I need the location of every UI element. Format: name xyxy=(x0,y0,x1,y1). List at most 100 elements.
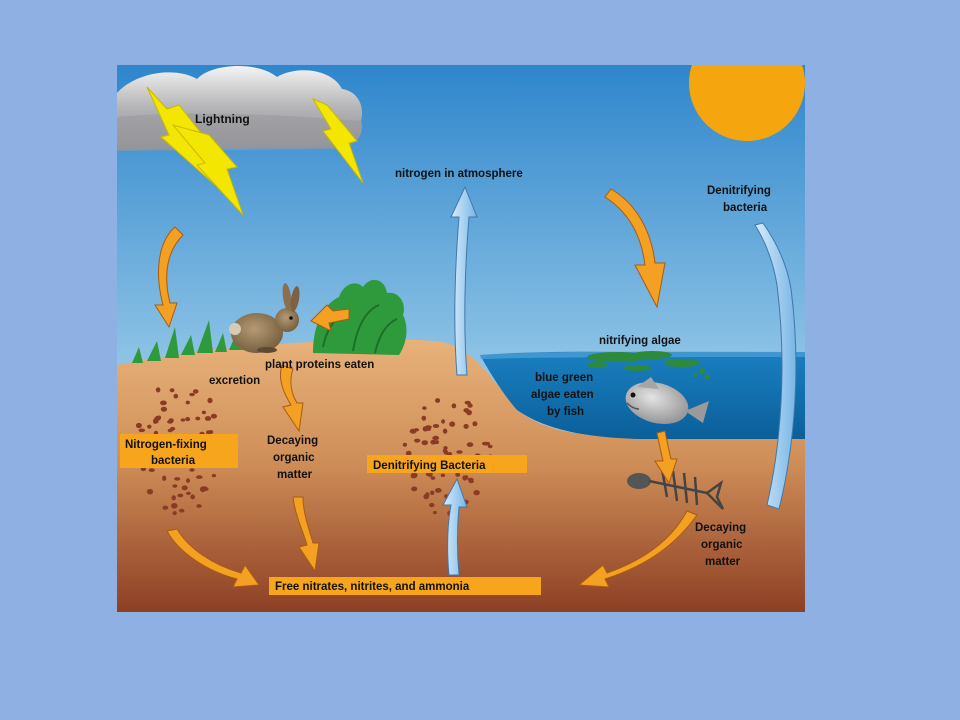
bacteria-dot xyxy=(192,389,199,394)
label-decaying-left-3: matter xyxy=(277,469,313,481)
bacteria-dot xyxy=(463,408,470,413)
rabbit-icon xyxy=(229,283,300,353)
label-decaying-right-1: Decaying xyxy=(695,522,746,534)
lightning-icon xyxy=(146,86,364,216)
bacteria-dot xyxy=(177,493,184,498)
bacteria-dot xyxy=(463,423,469,429)
bacteria-dot xyxy=(414,438,421,443)
bacteria-dot xyxy=(195,475,203,479)
bacteria-dot xyxy=(195,416,201,421)
bacteria-dot xyxy=(432,424,440,428)
label-nitrogen-fixing-2: bacteria xyxy=(151,455,196,467)
label-decaying-right-3: matter xyxy=(705,556,741,568)
bacteria-dot xyxy=(138,428,146,433)
bacteria-dot xyxy=(467,403,473,408)
bacteria-dot xyxy=(472,421,478,427)
bacteria-dot xyxy=(208,430,214,434)
bacteria-dot xyxy=(201,410,206,415)
bacteria-dot xyxy=(421,440,428,446)
fish-icon xyxy=(625,377,709,425)
label-box-free-nitrates xyxy=(269,577,541,595)
arrow-up-denitrifying-bottom xyxy=(442,477,468,576)
bacteria-dot xyxy=(451,403,457,409)
label-nitrifying-algae: nitrifying algae xyxy=(599,335,681,347)
bacteria-dot xyxy=(186,478,190,483)
bacteria-dot xyxy=(462,475,468,481)
bacteria-dot xyxy=(425,425,432,429)
label-lightning: Lightning xyxy=(195,112,250,126)
bacteria-dot xyxy=(185,491,191,495)
bacteria-dot xyxy=(135,422,142,429)
bacteria-dot xyxy=(181,485,188,491)
bacteria-dot xyxy=(172,484,178,488)
bacteria-dot xyxy=(430,490,435,496)
bacteria-dot xyxy=(411,486,418,492)
label-blue-green-3: by fish xyxy=(547,406,584,418)
bacteria-dot xyxy=(421,415,427,421)
bacteria-dot xyxy=(185,400,190,405)
arrow-decaying-down xyxy=(292,496,320,573)
label-denitrifying-top-1: Denitrifying xyxy=(707,185,771,197)
fish-skeleton-icon xyxy=(627,468,725,510)
label-plant-proteins: plant proteins eaten xyxy=(265,359,374,371)
arrow-up-to-atmosphere xyxy=(450,185,478,376)
sun-icon xyxy=(689,65,805,141)
orange-arrows xyxy=(154,188,698,588)
label-box-denitrifying-bottom xyxy=(367,455,527,473)
arrow-lightning-to-soil xyxy=(154,226,184,329)
bacteria-dot xyxy=(467,477,474,482)
bacteria-dot xyxy=(189,468,195,472)
bacteria-dot xyxy=(162,475,167,481)
bacteria-dot xyxy=(422,406,427,410)
bacteria-dot xyxy=(174,477,181,481)
bacteria-dot xyxy=(169,388,175,393)
bacteria-dot xyxy=(434,488,442,493)
bacteria-dot xyxy=(405,450,412,456)
bacteria-dot xyxy=(443,449,449,455)
bacteria-dot xyxy=(160,400,167,406)
blue-arrows xyxy=(442,185,797,576)
label-blue-green-1: blue green xyxy=(535,372,593,384)
bacteria-dot xyxy=(455,472,461,477)
bacteria-dot xyxy=(487,444,493,449)
bacteria-dot xyxy=(167,428,173,433)
label-denitrifying-top-2: bacteria xyxy=(723,202,768,214)
bacteria-dot xyxy=(466,442,474,447)
bacteria-dot xyxy=(430,476,436,480)
algae-icon xyxy=(587,351,710,380)
bacteria-dot xyxy=(432,435,440,441)
bacteria-dot xyxy=(199,486,206,493)
bacteria-dot xyxy=(180,418,186,422)
arrow-excretion-down xyxy=(279,364,304,433)
bacteria-dot xyxy=(409,428,417,434)
nitrogen-cycle-diagram: Lightning nitrogen in atmosphere Denitri… xyxy=(117,65,805,612)
label-decaying-right-2: organic xyxy=(701,539,743,551)
bacteria-dot xyxy=(456,450,463,454)
bacteria-dot xyxy=(443,446,448,450)
bacteria-dot xyxy=(441,419,446,424)
arrow-fish-to-skeleton xyxy=(654,430,678,485)
bacteria-dot xyxy=(148,468,155,473)
arrow-left-curve xyxy=(166,528,260,588)
bacteria-dot xyxy=(172,511,177,516)
label-box-nitrogen-fixing xyxy=(120,434,238,468)
bacteria-dot xyxy=(435,398,441,403)
label-free-nitrates: Free nitrates, nitrites, and ammonia xyxy=(275,581,470,593)
bacteria-dot xyxy=(189,392,195,397)
bacteria-dot xyxy=(173,393,179,399)
label-denitrifying-bottom: Denitrifying Bacteria xyxy=(373,460,486,472)
bacteria-dot xyxy=(440,473,446,478)
bacteria-dot xyxy=(423,494,430,500)
label-blue-green-2: algae eaten xyxy=(531,389,594,401)
bacteria-dot xyxy=(204,416,212,421)
bacteria-dot xyxy=(449,421,456,427)
bacteria-dot xyxy=(473,490,480,496)
bacteria-dot xyxy=(153,418,158,424)
label-nitrogen-atmosphere: nitrogen in atmosphere xyxy=(395,168,523,180)
bacteria-dot xyxy=(171,495,176,501)
bacteria-dot xyxy=(171,503,178,509)
bacteria-dot xyxy=(167,420,174,424)
label-nitrogen-fixing-1: Nitrogen-fixing xyxy=(125,439,207,451)
arrow-atmosphere-to-algae xyxy=(604,188,666,309)
bacteria-dot xyxy=(147,424,152,429)
